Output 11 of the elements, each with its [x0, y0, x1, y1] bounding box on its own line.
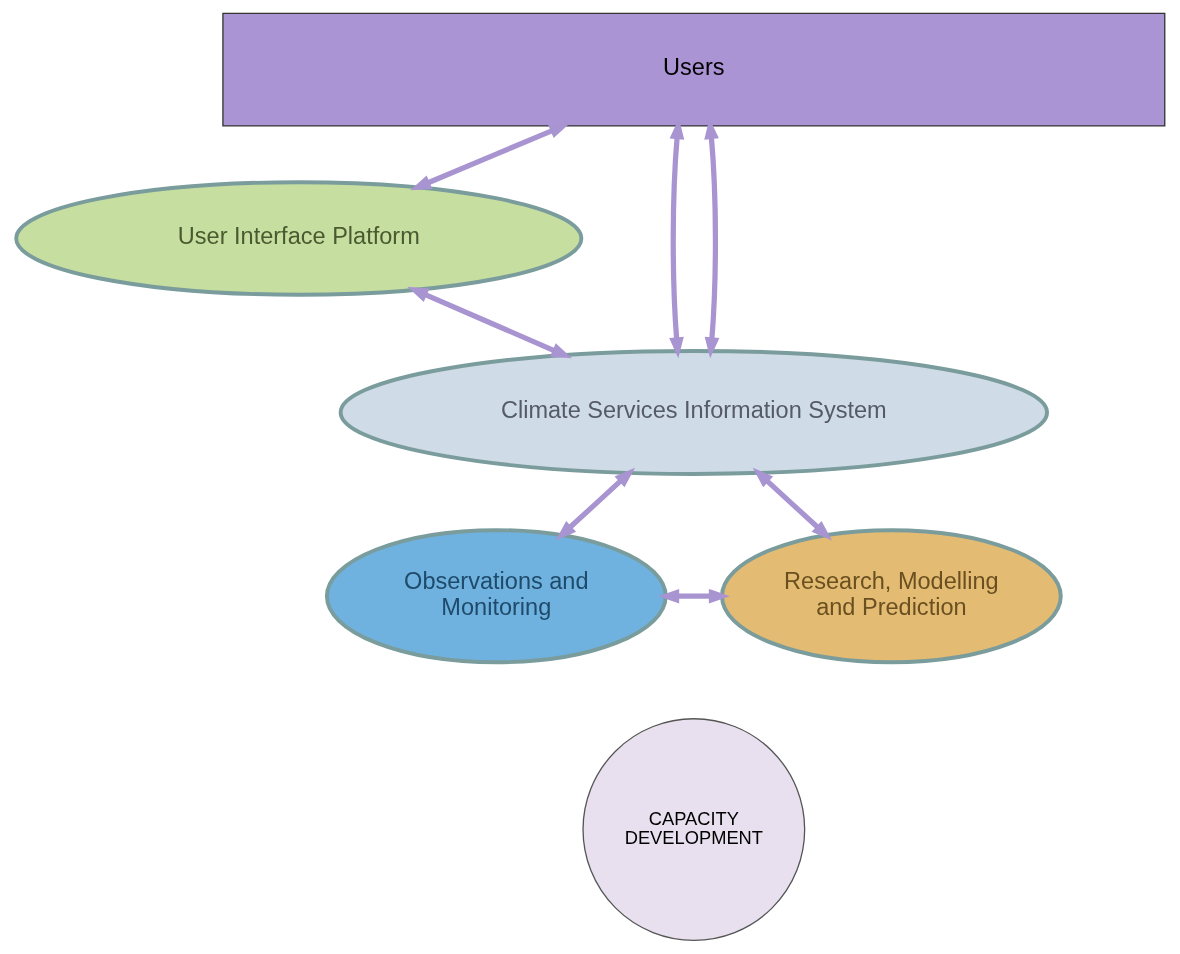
node-box: Users	[221, 12, 1165, 127]
node-ellipse: Observations and Monitoring	[324, 528, 668, 665]
arrow	[409, 123, 570, 191]
node-ellipse: Climate Services Information System	[338, 349, 1049, 476]
node-ellipse: User Interface Platform	[13, 180, 583, 297]
arrow	[555, 467, 635, 541]
arrow	[406, 286, 572, 359]
arrow	[657, 588, 730, 604]
node-circle: CAPACITY DEVELOPMENT	[581, 718, 805, 941]
arrow	[752, 467, 832, 541]
node-ellipse: Research, Modelling and Prediction	[719, 528, 1063, 665]
